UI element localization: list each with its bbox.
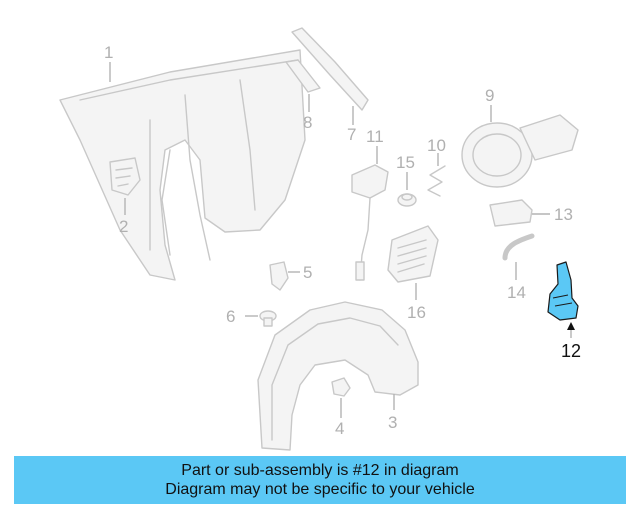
callout-13: 13 xyxy=(554,205,573,224)
part-11-latch xyxy=(351,164,389,281)
part-5-clip xyxy=(269,261,289,291)
part-16-vent xyxy=(387,225,439,283)
callout-6: 6 xyxy=(226,307,235,326)
info-banner: Part or sub-assembly is #12 in diagram D… xyxy=(14,456,626,504)
part-7-rail xyxy=(291,27,369,111)
part-9-fuel-door xyxy=(461,114,579,188)
part-1-quarter-panel xyxy=(59,49,306,281)
callout-16: 16 xyxy=(407,303,426,322)
callout-7: 7 xyxy=(347,125,356,144)
callout-9: 9 xyxy=(485,86,494,105)
callout-4: 4 xyxy=(335,419,344,438)
banner-line-1: Part or sub-assembly is #12 in diagram xyxy=(181,462,459,479)
callout-2: 2 xyxy=(119,217,128,236)
part-10-spring xyxy=(427,165,446,197)
callout-1: 1 xyxy=(104,43,113,62)
callout-8: 8 xyxy=(303,113,312,132)
callout-5: 5 xyxy=(303,263,312,282)
banner-line-2: Diagram may not be specific to your vehi… xyxy=(165,481,475,498)
part-8-bracket xyxy=(285,59,321,93)
part-6-screw xyxy=(259,310,277,327)
part-4-bolt xyxy=(331,377,351,397)
callout-15: 15 xyxy=(396,153,415,172)
parts-diagram: 1 2 7 8 11 15 10 16 xyxy=(59,27,581,451)
callout-3: 3 xyxy=(388,413,397,432)
callout-14: 14 xyxy=(507,283,526,302)
part-15-grommet xyxy=(397,193,417,207)
callout-11: 11 xyxy=(366,127,384,146)
callout-12: 12 xyxy=(561,341,581,361)
part-14-hose xyxy=(502,233,535,261)
callout-10: 10 xyxy=(427,136,446,155)
arrow-12 xyxy=(567,322,575,330)
part-3-liner xyxy=(257,301,419,451)
part-2-clip xyxy=(109,157,141,196)
part-12-bracket-highlighted xyxy=(547,261,579,321)
part-13-actuator xyxy=(489,199,533,227)
